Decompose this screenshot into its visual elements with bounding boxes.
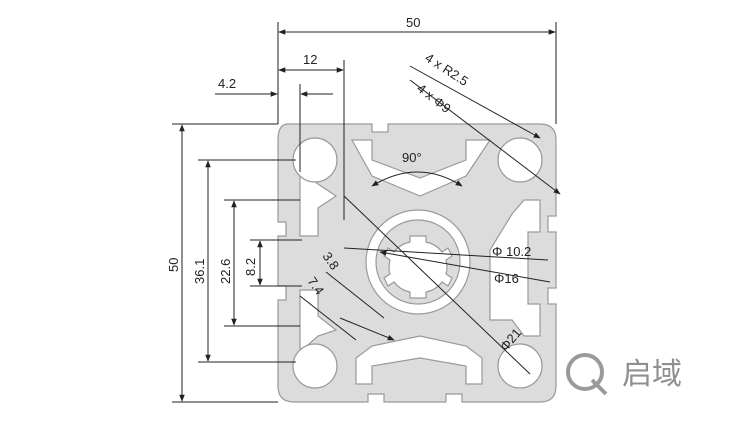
corner-hole-br [497,343,543,389]
label-inner-circle: Φ16 [494,271,519,286]
corner-hole-tr [497,137,543,183]
diagonal-centerline [343,195,531,375]
dim-height-36: 36.1 [192,159,296,363]
label-slot-offset: 12 [303,52,317,67]
label-height-8: 8.2 [243,258,258,276]
dim-center-holes: Φ 10.2 Φ16 [343,244,551,286]
label-center-hole: Φ 10.2 [492,244,531,259]
label-height-total: 50 [166,258,181,272]
dim-height-22: 22.6 [218,199,300,327]
label-slot-width-small: 4.2 [218,76,236,91]
label-height-22: 22.6 [218,259,233,284]
dim-width-total: 50 [277,15,557,124]
corner-hole-bl [292,343,338,389]
label-corner-holes: 4 x Φ9 [414,81,454,117]
dim-slot-width-small: 4.2 [215,76,333,172]
aluminum-profile [277,123,557,403]
logo-mark-icon [566,353,604,391]
label-height-36: 36.1 [192,259,207,284]
label-angle: 90° [402,150,422,165]
dim-angle: 90° [371,150,463,187]
label-fillet: 4 x R2.5 [422,50,471,89]
logo-text: 启域 [622,357,682,392]
dim-height-8: 8.2 [243,239,302,287]
label-width-total: 50 [406,15,420,30]
brand-logo: 启域 [566,353,682,396]
dim-slot-offset: 12 [278,52,345,220]
dim-height-total: 50 [166,123,278,403]
